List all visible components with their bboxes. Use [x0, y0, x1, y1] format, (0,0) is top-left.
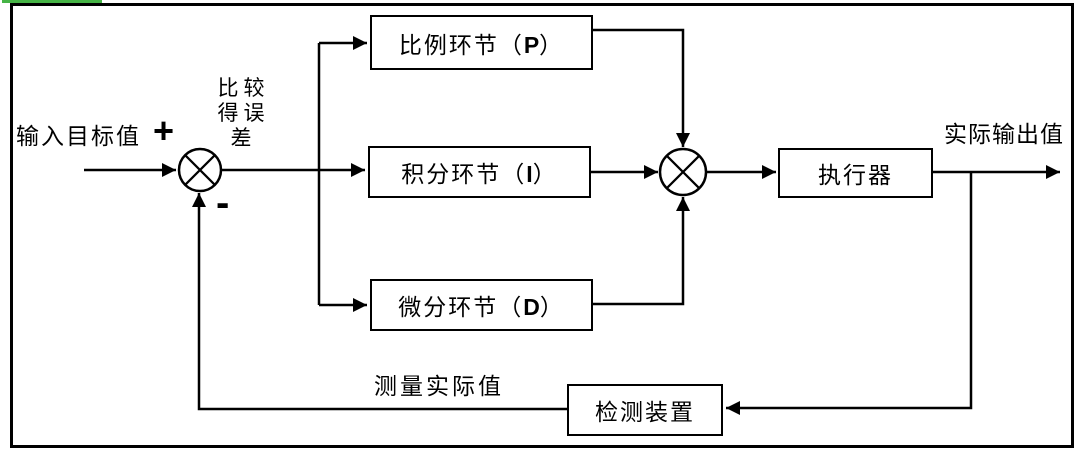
measured-value-label: 测量实际值	[374, 374, 504, 399]
label-suffix: ）	[532, 162, 558, 187]
minus-sign: -	[216, 181, 230, 225]
block-derivative-label: 微分环节（D）	[398, 288, 565, 322]
error-label-line3: 差	[230, 126, 257, 150]
block-detector: 检测装置	[567, 384, 723, 436]
actual-output-label: 实际输出值	[944, 122, 1064, 147]
label-prefix: 微分环节（	[398, 295, 524, 320]
label-letter-i: I	[526, 161, 533, 187]
block-detector-label: 检测装置	[595, 400, 695, 425]
block-integral: 积分环节（I）	[368, 146, 591, 198]
green-corner-mark	[2, 0, 102, 3]
plus-sign: +	[153, 110, 175, 151]
block-actuator: 执行器	[778, 148, 933, 198]
block-proportional-label: 比例环节（P）	[399, 26, 564, 60]
block-actuator-label: 执行器	[818, 163, 893, 188]
error-label-line2: 得误	[217, 101, 270, 125]
error-label-line1: 比较	[217, 76, 270, 100]
block-integral-label: 积分环节（I）	[401, 155, 557, 189]
label-letter-d: D	[523, 294, 540, 320]
label-suffix: ）	[539, 295, 565, 320]
label-letter-p: P	[523, 31, 540, 58]
block-derivative: 微分环节（D）	[370, 279, 593, 331]
input-target-label: 输入目标值	[16, 124, 141, 149]
error-comparison-label: 比较 得误 差	[204, 76, 278, 151]
label-suffix: ）	[539, 32, 565, 58]
label-prefix: 积分环节（	[401, 162, 527, 187]
block-proportional: 比例环节（P）	[370, 15, 593, 70]
diagram-border	[10, 3, 1074, 448]
label-prefix: 比例环节（	[398, 32, 524, 58]
